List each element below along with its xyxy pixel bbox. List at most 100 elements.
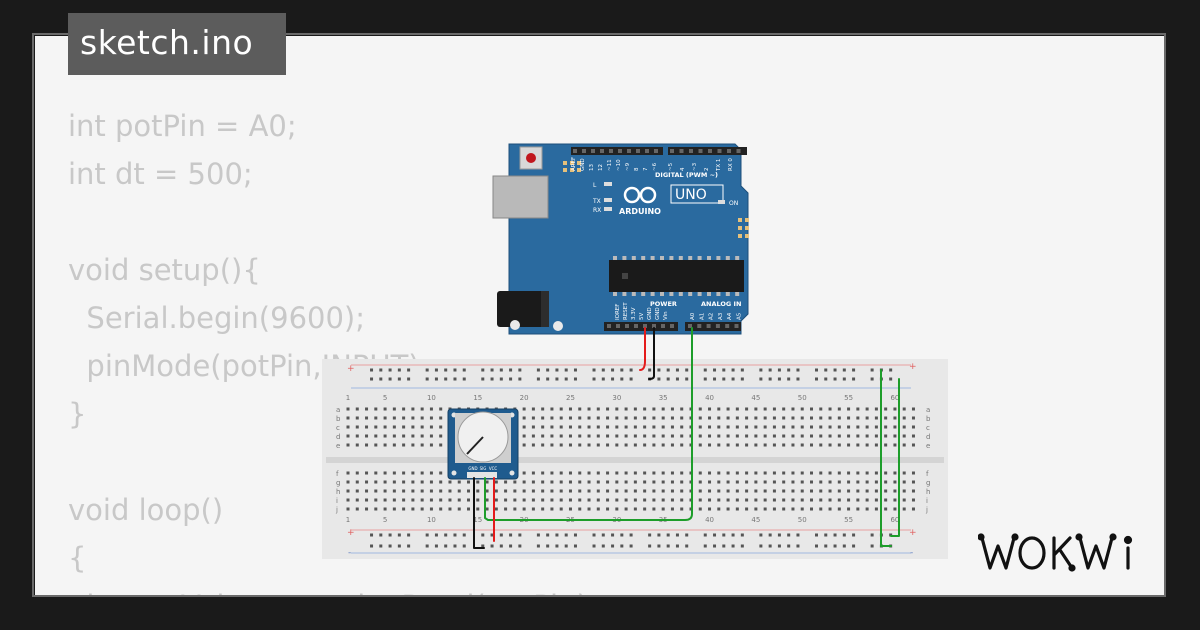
rail-hole — [740, 533, 744, 537]
rail-hole — [777, 377, 781, 381]
rail-hole — [675, 533, 679, 537]
file-tab[interactable]: sketch.ino — [68, 13, 286, 75]
terminal-hole — [411, 507, 415, 511]
rail-hole — [388, 368, 392, 372]
terminal-hole — [791, 480, 795, 484]
terminal-hole — [522, 480, 526, 484]
terminal-hole — [587, 407, 591, 411]
terminal-hole — [643, 498, 647, 502]
column-number: 60 — [890, 394, 899, 402]
terminal-hole — [615, 498, 619, 502]
terminal-hole — [763, 434, 767, 438]
column-number: 5 — [383, 516, 387, 524]
terminal-hole — [689, 434, 693, 438]
terminal-hole — [708, 425, 712, 429]
terminal-hole — [745, 471, 749, 475]
rail-hole — [777, 544, 781, 548]
terminal-hole — [819, 480, 823, 484]
terminal-hole — [439, 425, 443, 429]
terminal-hole — [429, 480, 433, 484]
terminal-hole — [800, 471, 804, 475]
terminal-hole — [698, 498, 702, 502]
terminal-hole — [800, 425, 804, 429]
header-pin — [734, 324, 739, 328]
terminal-hole — [494, 489, 498, 493]
terminal-hole — [680, 480, 684, 484]
rail-hole — [555, 533, 559, 537]
pin-label: ~3 — [692, 162, 698, 171]
rail-hole — [685, 377, 689, 381]
terminal-hole — [402, 471, 406, 475]
row-label: g — [926, 479, 930, 487]
terminal-hole — [847, 480, 851, 484]
reset-button-cap — [526, 153, 536, 163]
terminal-hole — [615, 507, 619, 511]
header-pin — [618, 149, 622, 153]
rail-hole — [731, 533, 735, 537]
terminal-hole — [856, 489, 860, 493]
pin-label: RX 0 — [728, 158, 734, 171]
header-pin — [727, 149, 731, 153]
terminal-hole — [893, 471, 897, 475]
terminal-hole — [346, 425, 350, 429]
terminal-hole — [865, 498, 869, 502]
terminal-hole — [652, 471, 656, 475]
rail-hole — [731, 377, 735, 381]
terminal-hole — [810, 498, 813, 502]
led-label: RX — [593, 207, 601, 214]
terminal-hole — [708, 416, 712, 420]
terminal-hole — [828, 434, 832, 438]
rail-hole — [722, 377, 726, 381]
terminal-hole — [800, 489, 804, 493]
pin-label: RESET — [623, 302, 629, 320]
rail-hole — [824, 533, 828, 537]
terminal-hole — [522, 434, 526, 438]
terminal-hole — [383, 425, 387, 429]
rail-hole — [611, 533, 615, 537]
terminal-hole — [828, 480, 832, 484]
rail-hole — [777, 533, 781, 537]
rail-hole — [713, 368, 717, 372]
terminal-hole — [411, 489, 415, 493]
terminal-hole — [643, 407, 647, 411]
column-number: 30 — [612, 394, 621, 402]
terminal-hole — [568, 416, 572, 420]
terminal-hole — [782, 425, 786, 429]
row-label: a — [336, 406, 340, 414]
terminal-hole — [365, 434, 369, 438]
terminal-hole — [819, 498, 823, 502]
rail-hole — [388, 544, 392, 548]
terminal-hole — [392, 434, 396, 438]
terminal-hole — [782, 434, 786, 438]
terminal-hole — [689, 489, 693, 493]
terminal-hole — [578, 425, 582, 429]
simulation-canvas[interactable]: int potPin = A0;int dt = 500;void setup(… — [35, 36, 1165, 596]
atmega-chip — [609, 260, 744, 292]
terminal-hole — [670, 443, 674, 447]
terminal-hole — [847, 489, 851, 493]
column-number: 55 — [844, 516, 853, 524]
rail-hole — [787, 377, 791, 381]
terminal-hole — [522, 498, 526, 502]
terminal-hole — [355, 507, 359, 511]
terminal-hole — [735, 425, 739, 429]
terminal-hole — [717, 471, 721, 475]
terminal-hole — [708, 507, 712, 511]
chip-pin — [707, 256, 711, 260]
terminal-hole — [763, 416, 767, 420]
rail-hole — [370, 533, 374, 537]
row-label: g — [336, 479, 340, 487]
terminal-hole — [717, 434, 721, 438]
rail-minus-label: - — [348, 548, 351, 558]
terminal-hole — [606, 498, 610, 502]
terminal-hole — [902, 416, 906, 420]
terminal-hole — [411, 416, 415, 420]
code-line: int dt = 500; — [68, 157, 253, 191]
terminal-hole — [439, 489, 443, 493]
terminal-hole — [383, 498, 387, 502]
terminal-hole — [865, 471, 869, 475]
rail-hole — [397, 544, 401, 548]
wire-a0 — [484, 327, 693, 521]
rail-hole — [657, 533, 661, 537]
pot-pin-label: VCC — [489, 466, 498, 471]
